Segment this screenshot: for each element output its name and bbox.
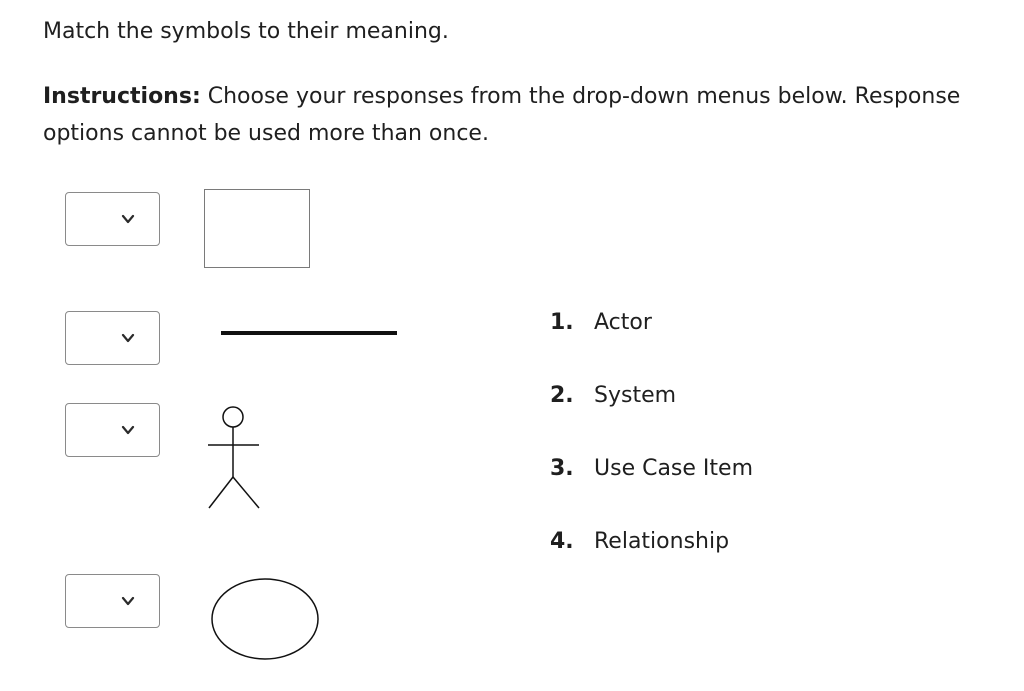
option-number: 4.	[550, 529, 574, 554]
instructions-text: Instructions: Choose your responses from…	[43, 78, 993, 152]
rectangle-symbol	[204, 189, 310, 268]
option-label: Use Case Item	[594, 456, 754, 481]
option-number: 3.	[550, 456, 574, 481]
option-number: 1.	[550, 310, 574, 335]
response-option: 1. Actor	[550, 303, 753, 376]
chevron-down-icon	[121, 214, 135, 224]
response-option: 3. Use Case Item	[550, 449, 753, 522]
line-symbol	[221, 331, 397, 335]
instructions-body: Choose your responses from the drop-down…	[43, 84, 961, 146]
chevron-down-icon	[121, 425, 135, 435]
question-prompt: Match the symbols to their meaning.	[43, 19, 449, 44]
option-number: 2.	[550, 383, 574, 408]
ellipse-symbol	[211, 578, 319, 660]
response-options-list: 1. Actor 2. System 3. Use Case Item 4. Relat…	[550, 303, 753, 595]
instructions-label: Instructions:	[43, 84, 201, 109]
answer-dropdown-4[interactable]	[65, 574, 160, 628]
option-label: Relationship	[594, 529, 730, 554]
option-label: System	[594, 383, 677, 408]
answer-dropdown-3[interactable]	[65, 403, 160, 457]
response-option: 4. Relationship	[550, 522, 753, 595]
option-label: Actor	[594, 310, 652, 335]
answer-dropdown-2[interactable]	[65, 311, 160, 365]
answer-dropdown-1[interactable]	[65, 192, 160, 246]
response-option: 2. System	[550, 376, 753, 449]
chevron-down-icon	[121, 596, 135, 606]
stick-figure-symbol	[208, 406, 260, 509]
chevron-down-icon	[121, 333, 135, 343]
